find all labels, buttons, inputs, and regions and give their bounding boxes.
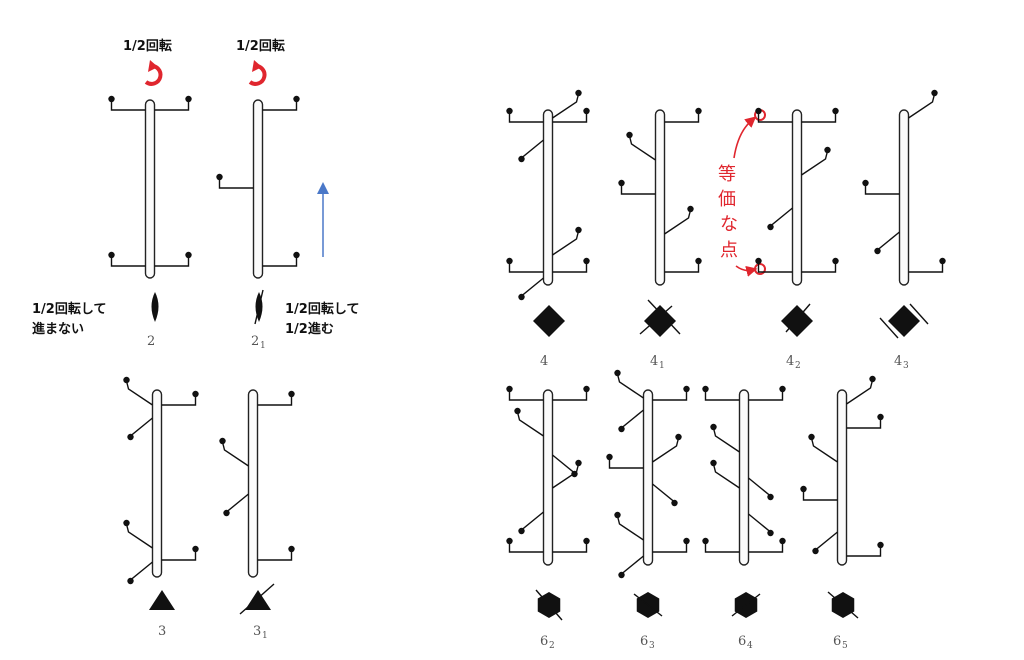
sixfold-screw-axis-symbol-3 <box>633 592 663 618</box>
svg-text:1: 1 <box>659 361 665 371</box>
rod-3 <box>123 376 199 585</box>
rod-6-3 <box>606 369 690 579</box>
svg-text:6: 6 <box>833 634 841 649</box>
equivalent-char-2: 価 <box>718 189 736 210</box>
rod-2 <box>108 95 192 279</box>
sixfold-screw-axis-symbol-4 <box>731 592 761 618</box>
svg-text:6: 6 <box>540 634 548 649</box>
equivalent-char-4: 点 <box>720 240 738 261</box>
sixfold-screw-axis-symbol-5 <box>827 591 859 619</box>
svg-text:2: 2 <box>549 641 555 651</box>
threefold-screw-axis-symbol <box>239 583 275 615</box>
svg-text:4: 4 <box>786 354 794 369</box>
rods-layer <box>108 89 946 585</box>
advance-label-line2: 1/2進む <box>285 321 334 337</box>
rod-4-3 <box>862 89 946 286</box>
svg-text:4: 4 <box>540 354 548 369</box>
rod-6-5 <box>800 375 884 566</box>
svg-text:4: 4 <box>650 354 658 369</box>
sixfold-screw-axis-symbol-2 <box>535 589 563 621</box>
svg-text:5: 5 <box>842 641 848 651</box>
rotation-arrow-icon <box>144 60 163 86</box>
svg-text:2: 2 <box>251 334 259 349</box>
fourfold-screw-axis-symbol-3 <box>879 303 929 339</box>
figure-label-3: 3 <box>158 624 166 639</box>
svg-text:3: 3 <box>649 641 655 651</box>
rod-4-1 <box>618 107 702 286</box>
half-turn-label-right: 1/2回転 <box>236 38 285 54</box>
svg-text:3: 3 <box>158 624 166 639</box>
svg-text:3: 3 <box>903 361 909 371</box>
rod-3-1 <box>219 389 295 578</box>
half-turn-label-left: 1/2回転 <box>123 38 172 54</box>
no-advance-label-line2: 進まない <box>32 321 84 337</box>
no-advance-label-line1: 1/2回転して <box>32 301 106 317</box>
fourfold-screw-axis-symbol-1 <box>639 299 681 337</box>
svg-text:6: 6 <box>640 634 648 649</box>
curved-arrow-icon <box>735 265 758 277</box>
rod-4-2 <box>755 107 839 286</box>
svg-text:2: 2 <box>795 361 801 371</box>
figure-label-4: 4 <box>540 354 548 369</box>
advance-label-line1: 1/2回転して <box>285 301 359 317</box>
rod-6-4 <box>702 385 786 566</box>
rod-4 <box>506 89 590 301</box>
svg-text:4: 4 <box>747 641 753 651</box>
rotation-arrow-icon <box>248 60 267 86</box>
rod-2-1 <box>216 95 300 279</box>
svg-text:6: 6 <box>738 634 746 649</box>
equivalent-points-annotation: 等 価 な 点 <box>718 109 766 277</box>
svg-text:4: 4 <box>894 354 902 369</box>
fourfold-axis-symbol <box>533 305 565 337</box>
svg-text:3: 3 <box>253 624 261 639</box>
equivalent-char-1: 等 <box>718 164 736 185</box>
twofold-screw-axis-symbol <box>254 289 264 325</box>
twofold-axis-symbol <box>151 292 159 322</box>
svg-text:1: 1 <box>262 631 268 641</box>
rod-6-2 <box>506 385 590 566</box>
svg-text:2: 2 <box>147 334 155 349</box>
equivalent-char-3: な <box>720 214 738 235</box>
threefold-axis-symbol <box>149 590 175 610</box>
figure-label-2: 2 <box>147 334 155 349</box>
curved-arrow-icon <box>733 116 757 159</box>
fourfold-screw-axis-symbol-2 <box>781 303 813 337</box>
svg-text:1: 1 <box>260 341 266 351</box>
